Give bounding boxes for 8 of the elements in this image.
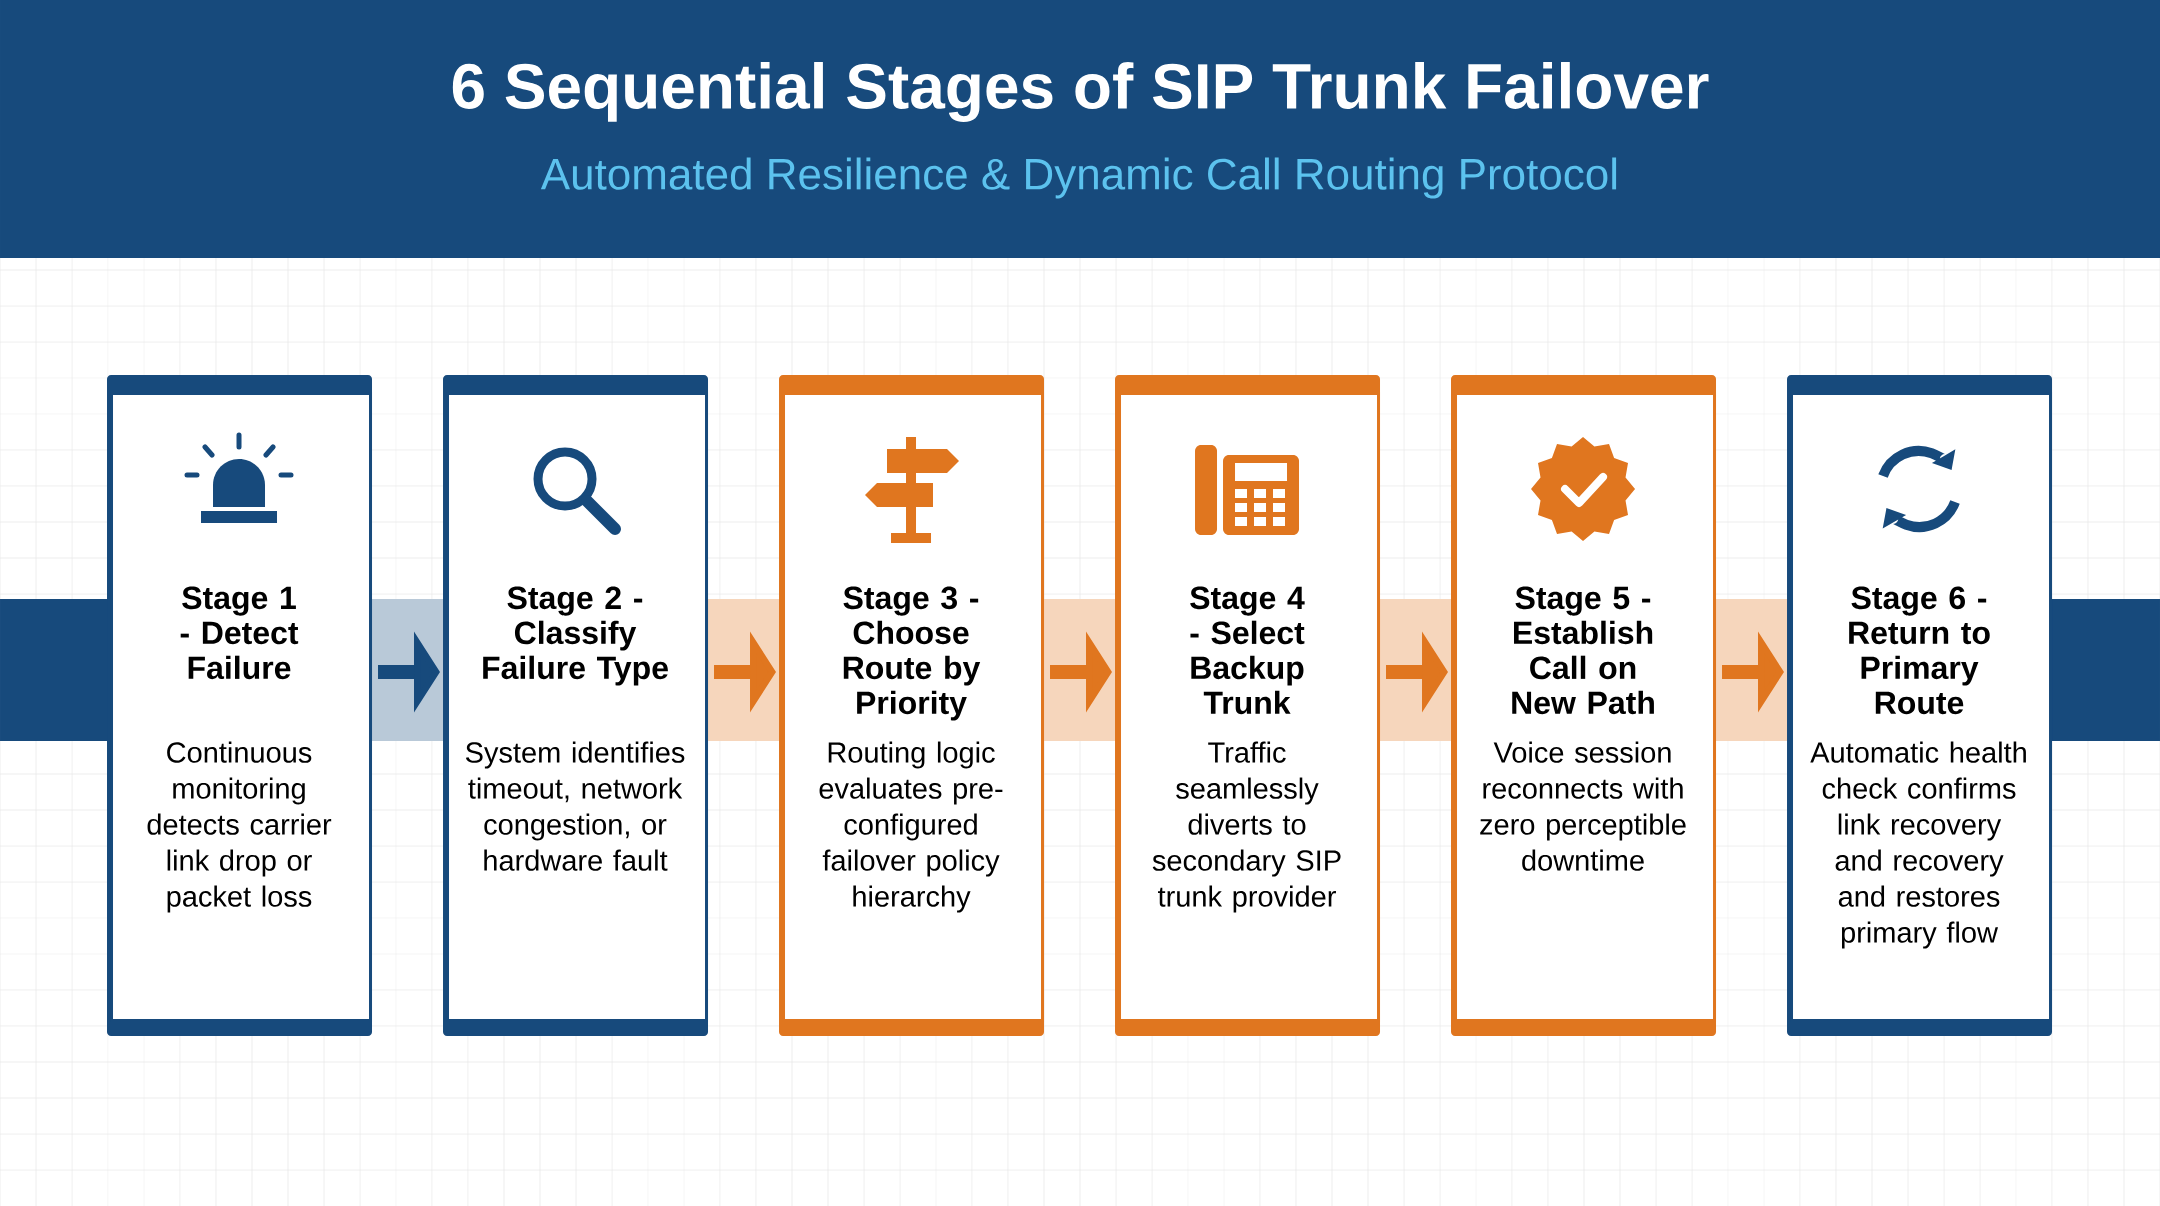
stage-card: Stage 1 - Detect Failure Continuous monitoring detects carrier link drop or packet loss (107, 375, 372, 1036)
stage-card: Stage 3 - Choose Route by Priority Routing logic evaluates pre-configured failover policy hierarchy (779, 375, 1044, 1036)
stage-card: Stage 4 - Select Backup Trunk Traffic seamlessly diverts to secondary SIP trunk provider (1115, 375, 1380, 1036)
stage-card: Stage 2 - Classify Failure Type System identifies timeout, network congestion, or hardware fault (443, 375, 708, 1036)
stage-card: Stage 6 - Return to Primary Route Automatic health check confirms link recovery and recovery and restores primary flow (1787, 375, 2052, 1036)
subtitle: Automated Resilience & Dynamic Call Routing Protocol (540, 157, 1617, 199)
stage-card: Stage 5 - Establish Call on New Path Voice session reconnects with zero perceptible downtime (1451, 375, 1716, 1036)
title: 6 Sequential Stages of SIP Trunk Failover (452, 62, 1709, 122)
